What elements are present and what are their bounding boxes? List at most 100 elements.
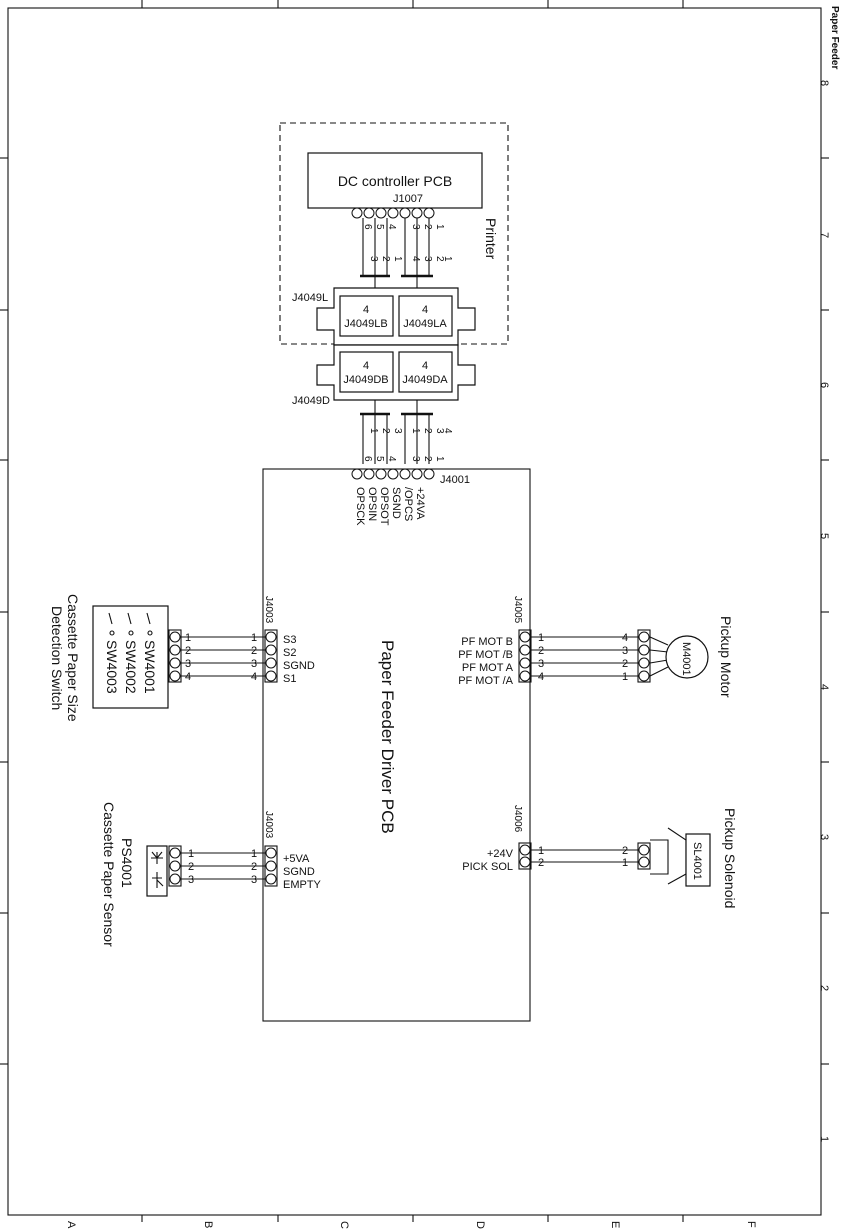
j4001-connector: 6 5 4 3 2 1 J4001 OPSCK OPSIN OPSOT SGND… [351, 456, 470, 526]
svg-text:4: 4 [538, 671, 544, 683]
svg-text:1: 1 [434, 456, 445, 462]
j4049da-label: J4049DA [402, 374, 448, 386]
svg-text:PICK SOL: PICK SOL [462, 861, 513, 873]
svg-text:3: 3 [434, 428, 445, 434]
svg-text:2: 2 [380, 428, 391, 434]
svg-text:1: 1 [251, 848, 257, 860]
svg-text:S3: S3 [283, 634, 296, 646]
svg-text:PF MOT /A: PF MOT /A [458, 675, 513, 687]
grid-letter-a: A [65, 1221, 77, 1229]
printer-group: Printer DC controller PCB J1007 6 5 4 3 … [279, 122, 509, 345]
svg-text:1: 1 [188, 848, 194, 860]
svg-text:4: 4 [410, 256, 421, 262]
cassette-size-switch: SW4001 SW4002 SW4003 Cassette Paper Size… [49, 594, 169, 722]
svg-text:1: 1 [368, 428, 379, 434]
j4049lb-label: J4049LB [344, 318, 387, 330]
svg-text:+24V: +24V [487, 848, 514, 860]
sw4003-label: SW4003 [104, 640, 120, 694]
svg-text:2: 2 [538, 645, 544, 657]
j4006-label: J4006 [512, 805, 523, 833]
grid-number-5: 5 [818, 533, 830, 539]
sl4001-label: SL4001 [691, 842, 703, 880]
j4006: J4006 +24V PICK SOL 1 2 2 1 [462, 805, 651, 873]
svg-text:SGND: SGND [390, 487, 402, 519]
svg-text:3: 3 [410, 456, 421, 462]
grid-number-6: 6 [818, 382, 830, 388]
svg-text:1: 1 [538, 845, 544, 857]
svg-text:1: 1 [392, 256, 403, 262]
svg-text:1: 1 [538, 632, 544, 644]
relay-connectors: J4049L 4 J4049LB 4 J4049LA J4049D 4 J404… [292, 287, 476, 464]
svg-text:/OPCS: /OPCS [402, 487, 414, 521]
grid-number-2: 2 [818, 985, 830, 991]
driver-pcb-outline [262, 468, 531, 1022]
svg-text:2: 2 [422, 428, 433, 434]
svg-text:2: 2 [422, 224, 433, 230]
svg-text:2: 2 [188, 861, 194, 873]
j4049db-label: J4049DB [343, 374, 388, 386]
j4003-bottom-label: J4003 [263, 811, 274, 839]
j1007-label: J1007 [393, 193, 423, 205]
j4049la-label: J4049LA [403, 318, 447, 330]
j4001-signals: OPSCK OPSIN OPSOT SGND /OPCS +24VA [354, 487, 426, 526]
svg-text:PF MOT B: PF MOT B [461, 636, 513, 648]
grid-letter-c: C [338, 1221, 350, 1229]
svg-text:2: 2 [251, 861, 257, 873]
j4049d-label: J4049D [292, 395, 330, 407]
svg-text:2: 2 [434, 256, 445, 262]
svg-text:2: 2 [622, 845, 628, 857]
svg-text:2: 2 [622, 658, 628, 670]
page-number: 8 [818, 80, 830, 86]
svg-text:4: 4 [363, 360, 369, 372]
switch-symbols [108, 612, 153, 636]
j4049da-block [398, 351, 453, 393]
printer-wires [362, 218, 430, 276]
svg-text:3: 3 [251, 658, 257, 670]
j4049la-block [398, 295, 453, 337]
ps4001-label: PS4001 [119, 838, 135, 888]
svg-text:3: 3 [251, 874, 257, 886]
printer-label: Printer [483, 218, 499, 260]
svg-text:2: 2 [422, 456, 433, 462]
svg-text:1: 1 [622, 671, 628, 683]
pickup-motor: M4001 Pickup Motor [665, 616, 734, 698]
j4003-bottom: J4003 1 2 3 +5VA SGND EMPTY 1 2 [168, 811, 322, 891]
grid-letters: A B C D E F [65, 1221, 757, 1229]
svg-text:5: 5 [374, 456, 385, 462]
j4005-label: J4005 [512, 596, 523, 624]
j4049l-label: J4049L [292, 292, 328, 304]
sw4002-label: SW4002 [123, 640, 139, 694]
sheet-title: Paper Feeder [829, 6, 840, 69]
dc-controller-pcb [307, 152, 483, 209]
grid-letter-b: B [202, 1221, 214, 1228]
j4001-pins [351, 468, 435, 480]
svg-text:1: 1 [434, 224, 445, 230]
svg-text:S2: S2 [283, 647, 296, 659]
svg-text:3: 3 [622, 645, 628, 657]
svg-text:3: 3 [368, 256, 379, 262]
svg-text:4: 4 [363, 304, 369, 316]
svg-text:4: 4 [422, 360, 428, 372]
svg-text:2: 2 [538, 857, 544, 869]
pickup-solenoid: SL4001 Pickup Solenoid [650, 808, 738, 908]
svg-text:+5VA: +5VA [283, 853, 310, 865]
svg-text:3: 3 [185, 658, 191, 670]
pickup-motor-label: Pickup Motor [718, 616, 734, 698]
j4049db-block [339, 351, 394, 393]
dc-controller-label: DC controller PCB [338, 173, 452, 189]
j4001-pin-numbers: 6 5 4 3 2 1 [362, 456, 445, 462]
j1007-pins [351, 207, 435, 219]
grid-number-4: 4 [818, 684, 830, 690]
grid-letter-e: E [609, 1221, 621, 1228]
pickup-solenoid-label: Pickup Solenoid [722, 808, 738, 908]
grid-number-3: 3 [818, 834, 830, 840]
svg-text:1: 1 [251, 632, 257, 644]
svg-text:6: 6 [362, 224, 373, 230]
svg-text:PF MOT A: PF MOT A [462, 662, 514, 674]
svg-text:OPSOT: OPSOT [378, 487, 390, 526]
svg-text:+24VA: +24VA [414, 487, 426, 520]
svg-text:4: 4 [422, 304, 428, 316]
svg-text:OPSCK: OPSCK [354, 487, 366, 526]
cassette-paper-sensor: PS4001 Cassette Paper Sensor [101, 802, 168, 947]
